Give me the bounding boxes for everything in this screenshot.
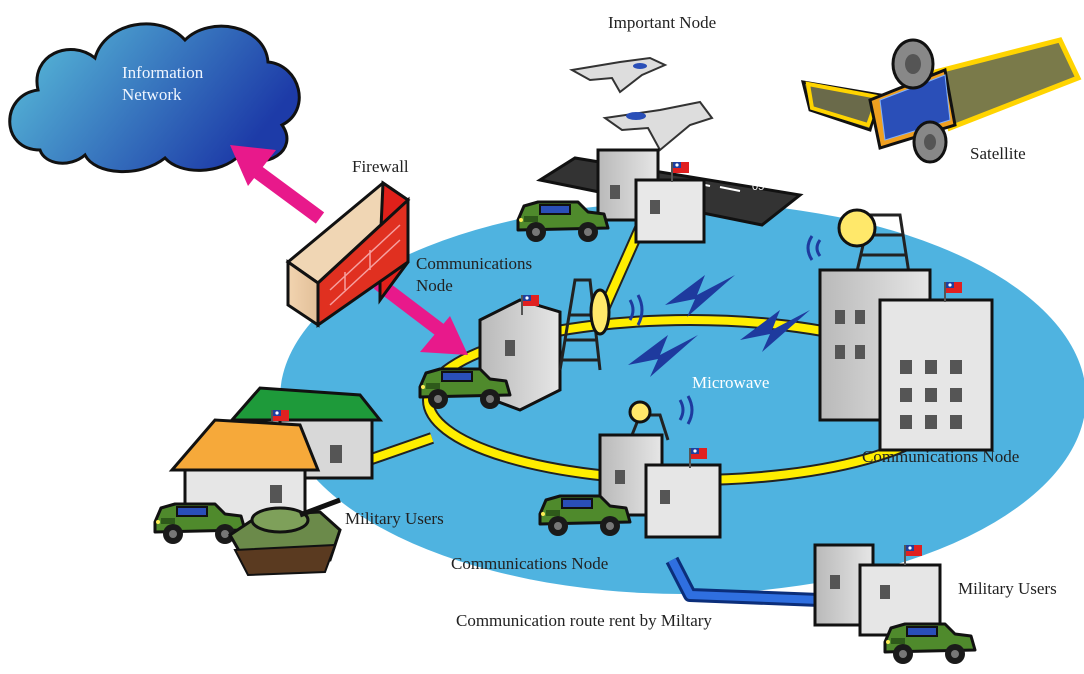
label-microwave: Microwave (692, 373, 770, 392)
important-node-airfield: 05 (536, 148, 804, 244)
label-firewall: Firewall (352, 157, 409, 176)
label-military-users-right: Military Users (958, 579, 1057, 598)
jet-icon (602, 100, 714, 152)
label-information-network: Information Network (122, 63, 204, 104)
svg-text:05: 05 (752, 181, 764, 193)
arrow-firewall-to-cloud (230, 145, 325, 224)
communications-node-right (818, 208, 994, 452)
label-communications-node-left: Communications Node (416, 254, 533, 295)
tank-icon (228, 497, 342, 577)
label-communications-node-right: Communications Node (862, 447, 1020, 466)
label-satellite: Satellite (970, 144, 1026, 163)
label-communications-node-bottom: Communications Node (451, 554, 609, 573)
satellite-icon (800, 37, 1082, 164)
vehicle-icon (883, 622, 977, 666)
communications-node-bottom (598, 400, 722, 539)
label-important-node: Important Node (608, 13, 717, 32)
information-network-cloud (8, 22, 301, 173)
jet-icon (569, 56, 668, 94)
military-users-left-houses (168, 386, 384, 527)
label-rented-route: Communication route rent by Miltary (456, 611, 712, 630)
label-military-users-left: Military Users (345, 509, 444, 528)
signal-waves (628, 235, 822, 425)
firewall-icon (285, 180, 411, 328)
